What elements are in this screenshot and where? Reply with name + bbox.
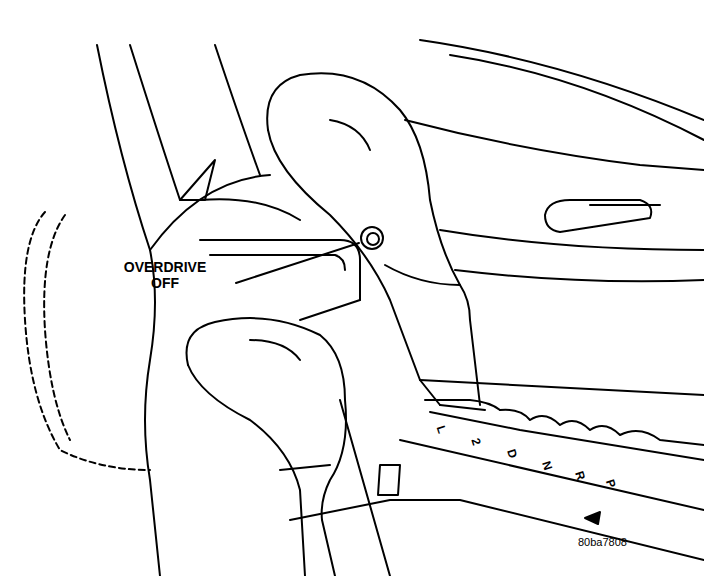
overdrive-button	[361, 227, 383, 249]
gear-letter: D	[503, 448, 519, 461]
shift-knob	[330, 120, 370, 150]
shift-knob	[440, 405, 485, 410]
hidden-outline	[44, 215, 70, 440]
shift-gate	[500, 410, 704, 445]
trim-line	[455, 270, 704, 281]
gear-letter: P	[602, 478, 618, 490]
console-panel	[200, 199, 300, 220]
shift-knob-lower	[187, 318, 346, 576]
gear-letter: L	[433, 424, 448, 435]
shift-knob-lower	[188, 365, 305, 576]
console-panel	[215, 45, 260, 175]
shift-knob	[267, 73, 480, 405]
hidden-outline	[24, 212, 150, 470]
trim-line	[405, 120, 704, 170]
shift-knob	[385, 265, 460, 285]
gear-letter: N	[538, 460, 554, 473]
view-arrow	[585, 512, 600, 524]
shift-knob-lower	[340, 400, 390, 576]
shift-knob-lower	[250, 340, 300, 360]
figure-code: 80ba7808	[578, 536, 627, 549]
trim-line	[450, 55, 704, 140]
shift-gate	[290, 500, 704, 560]
shift-gate	[280, 465, 330, 470]
gate-well	[200, 240, 360, 300]
gate-indicator	[378, 465, 400, 495]
gate-well	[300, 300, 360, 320]
console-handle	[590, 204, 660, 206]
console-panel	[130, 45, 180, 200]
gate-well	[210, 255, 345, 270]
leader-line	[236, 243, 359, 283]
shift-knob	[268, 130, 440, 405]
console-panel	[97, 45, 160, 576]
overdrive-button	[367, 233, 379, 245]
shift-gate	[420, 380, 704, 395]
shift-gate	[430, 412, 704, 460]
gear-letter: R	[571, 470, 587, 483]
part-label: OVERDRIVE OFF	[112, 259, 218, 291]
console-panel	[150, 175, 270, 250]
trim-line	[440, 230, 704, 250]
gear-letter: 2	[468, 437, 483, 448]
